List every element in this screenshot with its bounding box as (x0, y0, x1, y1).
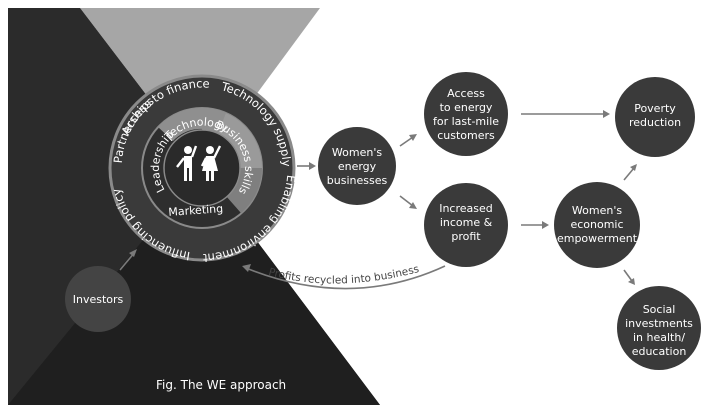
ii-line-1: Increased (439, 202, 493, 215)
si-line-4: education (632, 345, 687, 358)
arrow-income-to-empowerment-head (542, 221, 549, 229)
wee-line-1: Women's (572, 204, 622, 217)
arrow-web-to-income-head (409, 202, 417, 209)
node-womens-energy-businesses: Women's energy businesses (318, 127, 396, 205)
arrow-empowerment-to-poverty-head (630, 164, 637, 171)
investors-label: Investors (73, 293, 124, 306)
central-ring: Access to finance Technology supply Part… (101, 64, 302, 265)
inner-label-marketing: Marketing (168, 202, 224, 219)
access-to-energy-circle (424, 72, 508, 156)
ate-line-4: customers (437, 129, 495, 142)
arrow-profits-recycled-head (242, 264, 251, 272)
flow-arrows (242, 110, 637, 290)
arrow-empowerment-to-social (623, 269, 633, 282)
pr-line-2: reduction (629, 116, 681, 129)
arrow-profits-recycled (245, 265, 446, 290)
wee-line-2: economic (570, 218, 623, 231)
web-line-3: businesses (327, 174, 388, 187)
arrow-web-to-access (399, 136, 414, 147)
ate-line-3: for last-mile (433, 115, 499, 128)
arrow-investors-to-ring-head (129, 249, 137, 257)
web-line-2: energy (338, 160, 377, 173)
node-increased-income: Increased income & profit (424, 183, 508, 267)
poverty-reduction-circle (615, 77, 695, 157)
figure-caption: Fig. The WE approach (156, 378, 286, 392)
pr-line-1: Poverty (634, 102, 676, 115)
core-circle (163, 129, 241, 207)
si-line-1: Social (643, 303, 676, 316)
si-line-3: in health/ (633, 331, 685, 344)
increased-income-circle (424, 183, 508, 267)
bottom-dark-panel (8, 168, 380, 405)
ate-line-1: Access (447, 87, 485, 100)
arrow-empowerment-to-poverty (623, 167, 635, 181)
ii-line-2: income & (440, 216, 493, 229)
arrow-access-to-poverty-head (603, 110, 610, 118)
womens-empowerment-circle (554, 182, 640, 268)
womens-energy-businesses-circle (318, 127, 396, 205)
arrow-empowerment-to-social-head (628, 278, 635, 285)
social-investments-circle (617, 286, 701, 370)
inner-segment-lower-right (226, 168, 262, 213)
wee-line-3: empowerment (557, 232, 638, 245)
investors-circle (65, 266, 131, 332)
node-access-to-energy: Access to energy for last-mile customers (424, 72, 508, 156)
ii-line-3: profit (451, 230, 481, 243)
web-line-1: Women's (332, 146, 382, 159)
node-social-investments: Social investments in health/ education (617, 286, 701, 370)
si-line-2: investments (625, 317, 693, 330)
ate-line-2: to energy (440, 101, 493, 114)
node-womens-economic-empowerment: Women's economic empowerment (554, 182, 640, 268)
arrow-ring-to-web-head (309, 162, 316, 170)
node-investors: Investors (65, 266, 131, 332)
people-icon (176, 145, 222, 181)
inner-segment-technology (158, 107, 226, 141)
arrow-web-to-access-head (409, 134, 417, 141)
arrow-web-to-income (399, 195, 414, 207)
node-poverty-reduction: Poverty reduction (615, 77, 695, 157)
